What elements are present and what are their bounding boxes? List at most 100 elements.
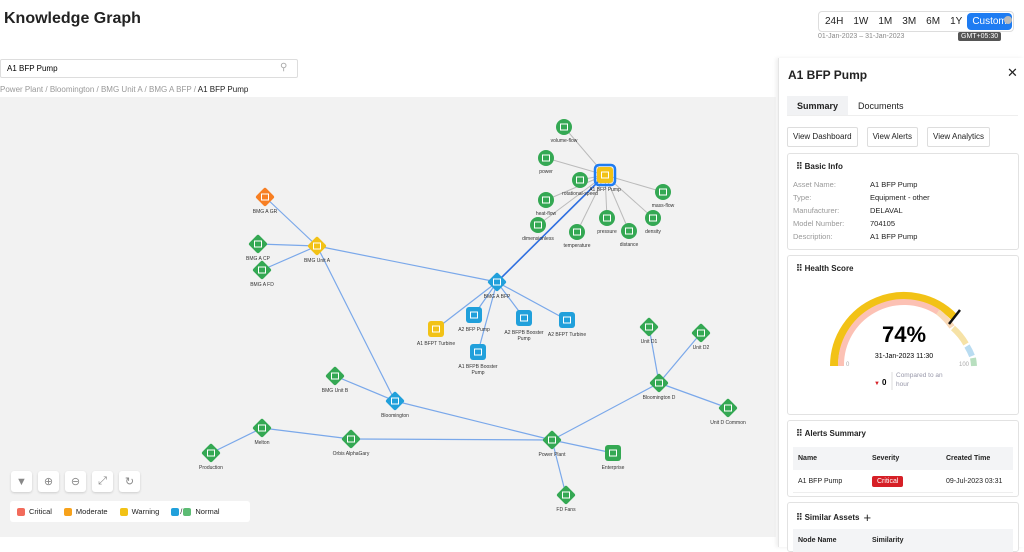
graph-node-bmg-unit-b[interactable] (325, 366, 345, 386)
node-icon (649, 214, 657, 222)
graph-node-rotational-speed[interactable] (572, 172, 588, 188)
node-label: A1 BFPT Turbine (417, 341, 455, 347)
range-1y[interactable]: 1Y (950, 16, 963, 27)
graph-node-unit-d1[interactable] (639, 317, 659, 337)
graph-node-distance[interactable] (621, 223, 637, 239)
gauge-max: 100 (959, 362, 970, 368)
node-icon (603, 214, 611, 222)
node-icon (470, 311, 478, 319)
reset-icon[interactable]: ↻ (119, 471, 140, 492)
normal-blue-swatch (171, 508, 180, 516)
node-icon (520, 314, 528, 322)
breadcrumb-item[interactable]: Power Plant / (0, 85, 48, 94)
graph-edge (316, 245, 498, 283)
range-6m[interactable]: 6M (926, 16, 941, 27)
graph-node-mass-flow[interactable] (655, 184, 671, 200)
node-label: Production (199, 465, 223, 471)
graph-node-a1-bfp-pump[interactable] (597, 167, 613, 183)
node-icon (573, 228, 581, 236)
info-icon[interactable] (1004, 16, 1012, 24)
breadcrumb-item[interactable]: BMG A BFP / (149, 85, 196, 94)
graph-node-a2-bfpb-booster-pump[interactable] (516, 310, 532, 326)
node-label: Unit D Common (710, 420, 746, 426)
normal-green-swatch (183, 508, 192, 516)
graph-node-heat-flow[interactable] (538, 192, 554, 208)
graph-node-unit-d-common[interactable] (718, 398, 738, 418)
graph-node-power[interactable] (538, 150, 554, 166)
info-key: Description: (793, 232, 833, 241)
info-value: 704105 (870, 219, 896, 228)
drag-handle-icon[interactable]: ⠿ (796, 512, 802, 522)
graph-edge (551, 382, 660, 441)
range-24h[interactable]: 24H (825, 16, 844, 27)
node-label: Pump (517, 336, 530, 342)
fit-icon[interactable]: ⤢ (92, 471, 113, 492)
view-analytics-button[interactable]: View Analytics (927, 127, 990, 147)
node-label: BMG A GR (253, 209, 278, 215)
drag-handle-icon[interactable]: ⠿ (796, 263, 802, 273)
graph-node-orbis-alphagary[interactable] (341, 429, 361, 449)
drag-handle-icon[interactable]: ⠿ (796, 161, 802, 171)
range-custom[interactable]: Custom (967, 13, 1012, 30)
node-icon (542, 196, 550, 204)
graph-node-a2-bfpt-turbine[interactable] (559, 312, 575, 328)
graph-edge (563, 126, 606, 176)
info-row: Type:Equipment - other (793, 191, 1018, 204)
graph-node-temperature[interactable] (569, 224, 585, 240)
breadcrumb-item[interactable]: BMG Unit A / (100, 85, 147, 94)
close-icon[interactable]: ✕ (1007, 65, 1018, 80)
graph-node-pressure[interactable] (599, 210, 615, 226)
filter-icon[interactable]: ▼ (11, 471, 32, 492)
gauge-normal-blue-band (964, 344, 975, 358)
graph-node-volume-flow[interactable] (556, 119, 572, 135)
node-label: BMG Unit A (304, 258, 331, 264)
graph-node-bmg-unit-a[interactable] (307, 236, 327, 256)
node-icon (560, 123, 568, 131)
graph-node-bloomington-d[interactable] (649, 373, 669, 393)
range-3m[interactable]: 3M (902, 16, 917, 27)
drag-handle-icon[interactable]: ⠿ (796, 428, 802, 438)
graph-edge (394, 400, 553, 441)
graph-node-a2-bfp-pump[interactable] (466, 307, 482, 323)
tab-summary[interactable]: Summary (787, 96, 849, 115)
graph-node-unit-d2[interactable] (691, 323, 711, 343)
graph-node-bmg-a-bfp[interactable] (487, 272, 507, 292)
search-icon[interactable]: ⚲ (280, 62, 288, 73)
breadcrumb-current: A1 BFP Pump (197, 85, 249, 94)
graph-node-bloomington[interactable] (385, 391, 405, 411)
graph-node-enterprise[interactable] (605, 445, 621, 461)
graph-node-bmg-a-fd[interactable] (252, 260, 272, 280)
zoom-out-icon[interactable]: ⊖ (65, 471, 86, 492)
graph-node-power-plant[interactable] (542, 430, 562, 450)
graph-node-production[interactable] (201, 443, 221, 463)
card-title: Alerts Summary (804, 429, 866, 438)
range-1w[interactable]: 1W (853, 16, 869, 27)
time-range-selector: 24H 1W 1M 3M 6M 1Y Custom (818, 11, 1014, 32)
node-icon (331, 372, 339, 380)
range-1m[interactable]: 1M (878, 16, 893, 27)
add-icon[interactable]: + (863, 510, 872, 525)
graph-node-dimensionless[interactable] (530, 217, 546, 233)
search-input[interactable] (0, 59, 298, 78)
node-label: A2 BFPT Turbine (548, 332, 586, 338)
zoom-in-icon[interactable]: ⊕ (38, 471, 59, 492)
breadcrumb-item[interactable]: Bloomington / (49, 85, 99, 94)
graph-node-melton[interactable] (252, 418, 272, 438)
graph-node-bmg-a-cp[interactable] (248, 234, 268, 254)
graph-node-a1-bfpt-turbine[interactable] (428, 321, 444, 337)
view-alerts-button[interactable]: View Alerts (866, 127, 918, 147)
severity-badge: Critical (872, 475, 904, 487)
node-label: BMG A CP (246, 256, 271, 262)
selection-outline (593, 163, 617, 187)
graph-node-density[interactable] (645, 210, 661, 226)
graph-node-bmg-a-gr[interactable] (255, 187, 275, 207)
view-dashboard-button[interactable]: View Dashboard (787, 127, 858, 147)
tab-documents[interactable]: Documents (858, 101, 904, 111)
graph-node-fd-fans[interactable] (556, 485, 576, 505)
health-gauge: 0 100 74% 31-Jan-2023 11:30 ▼ 0 Compared… (830, 291, 977, 390)
graph-node-a1-bfpb-booster-pump[interactable] (470, 344, 486, 360)
